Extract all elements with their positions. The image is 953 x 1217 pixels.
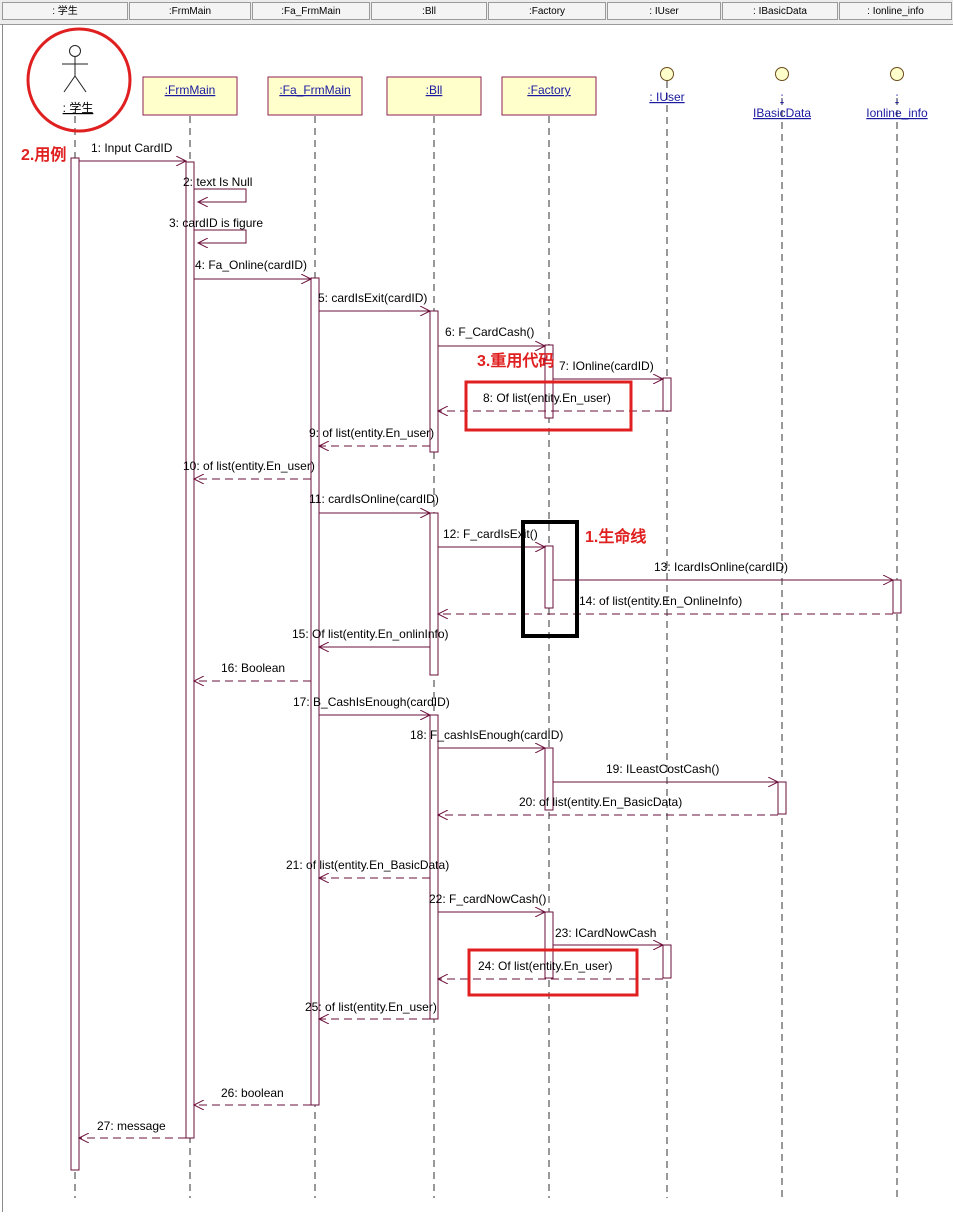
message-10-label: 10: of list(entity.En_user): [183, 459, 315, 473]
annotation-reuse-box-1: [464, 380, 633, 432]
message-23-label: 23: ICardNowCash: [555, 926, 656, 940]
activation-bar-ionline-13: [892, 579, 902, 614]
activation-bar-frmmain-1: [185, 161, 195, 1139]
activation-bar-bll-4: [429, 512, 439, 676]
message-13-label: 13: IcardIsOnline(cardID): [654, 560, 788, 574]
activation-bar-student-0: [70, 157, 80, 1171]
message-5-label: 5: cardIsExit(cardID): [318, 291, 427, 305]
object-box-fafrm: [267, 76, 363, 116]
object-box-frmmain: [142, 76, 238, 116]
message-22-label: 22: F_cardNowCash(): [429, 892, 546, 906]
annotation-lifeline-box: [521, 520, 579, 638]
header-cell-iuser[interactable]: : IUser: [607, 2, 721, 20]
activation-bar-ibasic-12: [777, 781, 787, 815]
message-25-label: 25: of list(entity.En_user): [305, 1000, 437, 1014]
interface-label-ibasic-0: :: [780, 90, 783, 104]
annotation-lifeline: 1.生命线: [585, 527, 646, 546]
actor-head-icon: [69, 45, 81, 57]
message-3-label: 3: cardID is figure: [169, 216, 263, 230]
interface-icon-ionline: [890, 67, 904, 81]
interface-icon-iuser: [660, 67, 674, 81]
message-12-label: 12: F_cardIsExit(): [443, 527, 538, 541]
message-15-label: 15: Of list(entity.En_onlinInfo): [292, 627, 449, 641]
object-label-bll: :Bll: [426, 83, 443, 97]
header-cell-frmmain[interactable]: :FrmMain: [129, 2, 251, 20]
message-18-label: 18: F_cashIsEnough(cardID): [410, 728, 563, 742]
message-16-label: 16: Boolean: [221, 661, 285, 675]
header-cell-factory[interactable]: :Factory: [488, 2, 606, 20]
message-14-label: 14: of list(entity.En_OnlineInfo): [579, 594, 742, 608]
sequence-diagram: : 学生 :FrmMain :Fa_FrmMain :Bll :Factory : IUs…: [21, 27, 928, 1198]
object-box-factory: [501, 76, 597, 116]
activation-bar-factory-8: [544, 747, 554, 811]
message-8-label: 8: Of list(entity.En_user): [483, 391, 611, 405]
message-4-label: 4: Fa_Online(cardID): [195, 258, 307, 272]
header-cell-student[interactable]: : 学生: [2, 2, 128, 20]
diagram-canvas[interactable]: : 学生 :FrmMain :Fa_FrmMain :Bll :Factory : IUs…: [2, 24, 953, 1212]
activation-bar-factory-7: [544, 545, 554, 609]
object-box-bll: [386, 76, 482, 116]
message-11-label: 11: cardIsOnline(cardID): [309, 492, 439, 506]
activation-bar-bll-3: [429, 310, 439, 453]
annotation-use-case: 2.用例: [21, 145, 66, 164]
header-cell-bll[interactable]: :Bll: [371, 2, 487, 20]
interface-icon-ibasic: [775, 67, 789, 81]
interface-label-iuser-0: : IUser: [649, 90, 684, 104]
message-27-label: 27: message: [97, 1119, 166, 1133]
actor-leg-right-icon: [74, 75, 87, 93]
annotation-reuse-code: 3.重用代码: [477, 351, 554, 370]
message-26-label: 26: boolean: [221, 1086, 284, 1100]
object-label-frmmain: :FrmMain: [165, 83, 216, 97]
object-label-factory: :Factory: [527, 83, 570, 97]
header-cell-ibasicdata[interactable]: : IBasicData: [722, 2, 838, 20]
activation-bar-iuser-10: [662, 377, 672, 412]
message-7-label: 7: IOnline(cardID): [559, 359, 654, 373]
message-19-label: 19: ILeastCostCash(): [606, 762, 719, 776]
activation-bar-bll-5: [429, 714, 439, 1020]
interface-label-ionline-0: :: [895, 90, 898, 104]
activation-bar-fafrm-2: [310, 277, 320, 1106]
message-9-label: 9: of list(entity.En_user): [309, 426, 434, 440]
actor-label: : 学生: [63, 100, 94, 115]
message-2-arrow: [194, 188, 247, 202]
object-label-fafrm: :Fa_FrmMain: [279, 83, 350, 97]
activation-bar-iuser-11: [662, 944, 672, 979]
header-cell-ionline-info[interactable]: : Ionline_info: [839, 2, 952, 20]
message-20-label: 20: of list(entity.En_BasicData): [519, 795, 682, 809]
header-cell-fafrmmain[interactable]: :Fa_FrmMain: [252, 2, 370, 20]
message-1-label: 1: Input CardID: [91, 141, 173, 155]
interface-label-ibasic-1: IBasicData: [753, 106, 811, 120]
message-2-label: 2: text Is Null: [183, 175, 252, 189]
message-3-arrow: [194, 229, 247, 243]
annotation-reuse-box-2: [467, 948, 639, 997]
message-24-label: 24: Of list(entity.En_user): [478, 959, 613, 973]
interface-label-ionline-1: Ionline_info: [866, 106, 928, 120]
message-17-label: 17: B_CashIsEnough(cardID): [293, 695, 450, 709]
annotation-actor-circle: [26, 27, 132, 133]
message-6-label: 6: F_CardCash(): [445, 325, 534, 339]
message-21-label: 21: of list(entity.En_BasicData): [286, 858, 449, 872]
column-header-bar: : 学生 :FrmMain :Fa_FrmMain :Bll :Factory …: [0, 0, 953, 25]
actor-leg-left-icon: [63, 75, 76, 93]
